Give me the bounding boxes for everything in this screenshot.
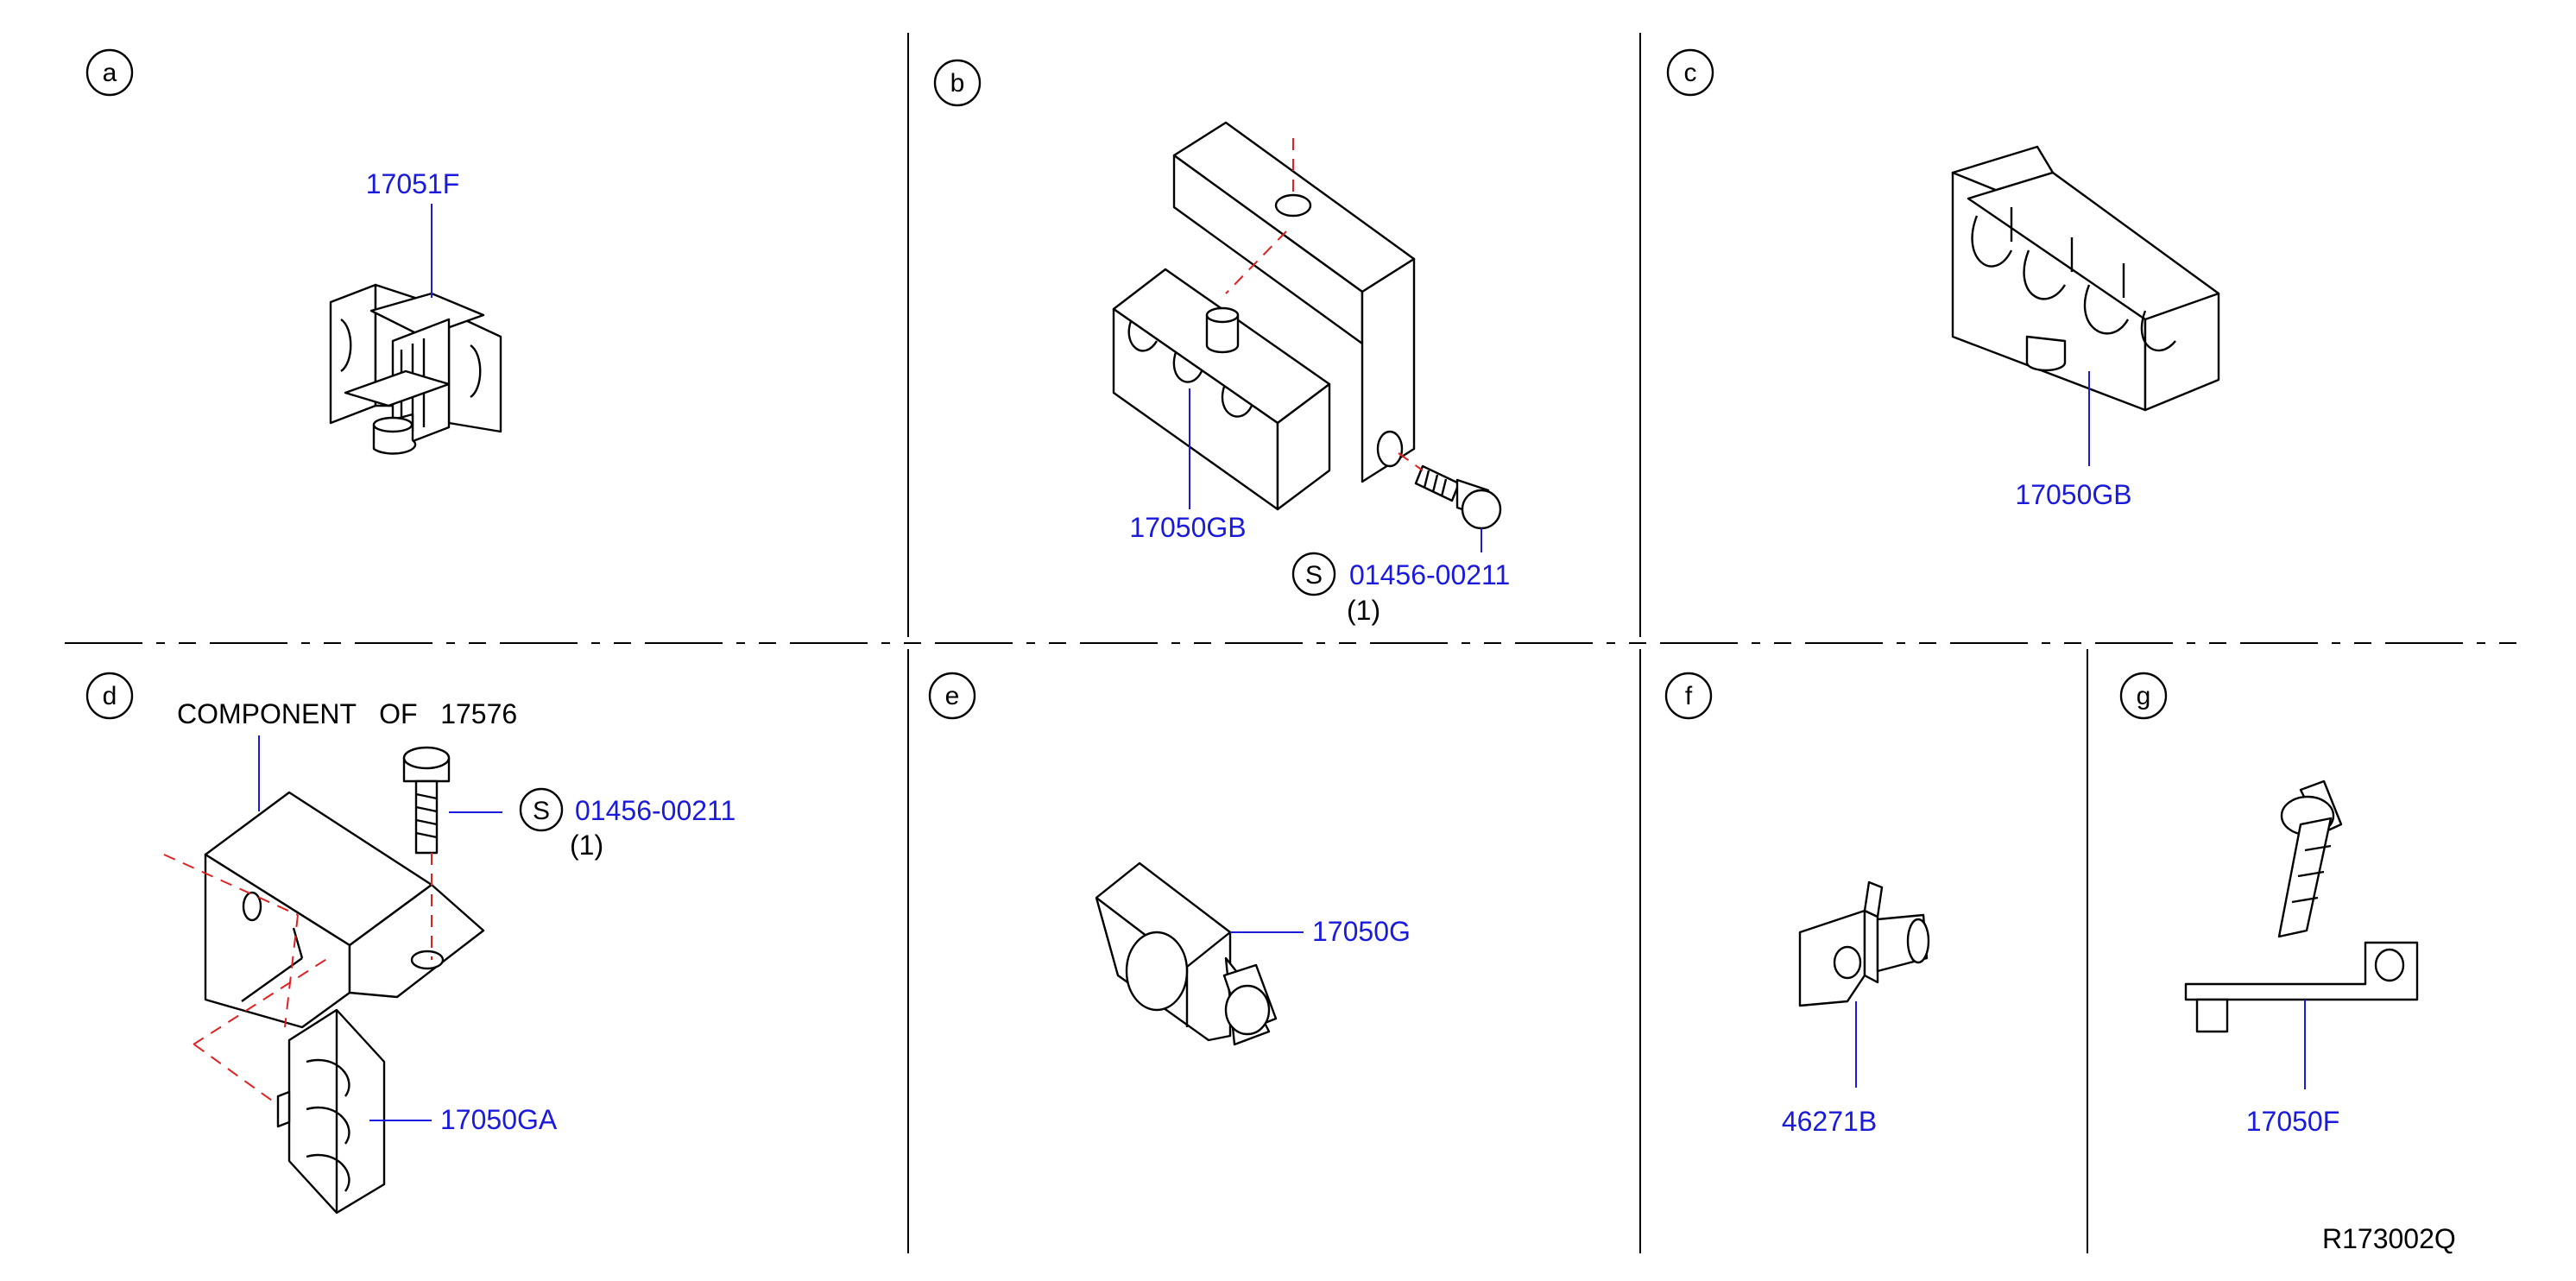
standard-part-symbol-b: S [1291, 552, 1336, 596]
svg-text:c: c [1684, 59, 1697, 87]
clip-17051F-drawing [329, 283, 502, 455]
svg-text:b: b [950, 69, 965, 98]
quantity-d: (1) [570, 830, 603, 861]
svg-text:e: e [945, 682, 960, 710]
panel-b: b 17050GB [933, 59, 1510, 626]
panel-letter-g: g [2119, 672, 2168, 720]
panel-letter-b: b [933, 59, 982, 107]
panel-letter-a: a [85, 48, 134, 97]
part-number-46271B: 46271B [1782, 1106, 1877, 1137]
svg-text:f: f [1685, 682, 1693, 710]
bracket-d-drawing [204, 791, 485, 1029]
svg-text:g: g [2137, 682, 2151, 710]
part-number-01456-00211-b: 01456-00211 [1349, 559, 1510, 590]
bolt-b-drawing [1414, 464, 1502, 530]
clip-17050G-drawing [1095, 861, 1278, 1046]
part-number-01456-00211-d: 01456-00211 [575, 795, 736, 826]
clip-g-drawing [2277, 779, 2343, 938]
standard-part-symbol-d: S [519, 787, 564, 832]
clamp-17050GB-b-drawing [1112, 268, 1331, 511]
panel-letter-c: c [1666, 48, 1714, 97]
clip-46271B-drawing [1798, 880, 1930, 1007]
part-number-17050G: 17050G [1312, 916, 1411, 947]
bolt-d-drawing [402, 746, 451, 855]
quantity-b: (1) [1347, 595, 1380, 626]
panel-d: d COMPONENT OF 17576 [85, 672, 736, 1215]
panel-e: e 17050G [928, 672, 1411, 1046]
clamp-17050GA-drawing [276, 1008, 386, 1215]
panel-g: g 17050F [2119, 672, 2419, 1137]
panel-a: a 17051F [85, 48, 502, 455]
svg-text:d: d [103, 682, 117, 710]
part-number-17050F: 17050F [2246, 1106, 2340, 1137]
part-number-17050GB-c: 17050GB [2015, 479, 2131, 510]
panel-letter-d: d [85, 672, 134, 720]
component-note: COMPONENT OF 17576 [177, 698, 517, 729]
panel-letter-f: f [1664, 672, 1713, 720]
panel-letter-e: e [928, 672, 976, 720]
centerlines-d [163, 853, 432, 1106]
bracket-17050F-drawing [2184, 941, 2419, 1033]
part-number-17050GB-b: 17050GB [1129, 512, 1246, 543]
panel-c: c 17050GB [1666, 48, 2220, 510]
panel-dividers [65, 33, 2525, 1253]
diagram-code: R173002Q [2322, 1223, 2456, 1254]
centerlines-b [1225, 138, 1424, 471]
part-number-17050GA: 17050GA [440, 1104, 558, 1135]
svg-text:a: a [103, 59, 117, 87]
part-number-17051F: 17051F [366, 168, 460, 199]
svg-text:S: S [1305, 561, 1323, 590]
panel-f: f 46271B [1664, 672, 1930, 1137]
clamp-17050GB-c-drawing [1951, 145, 2220, 412]
svg-text:S: S [533, 797, 550, 825]
